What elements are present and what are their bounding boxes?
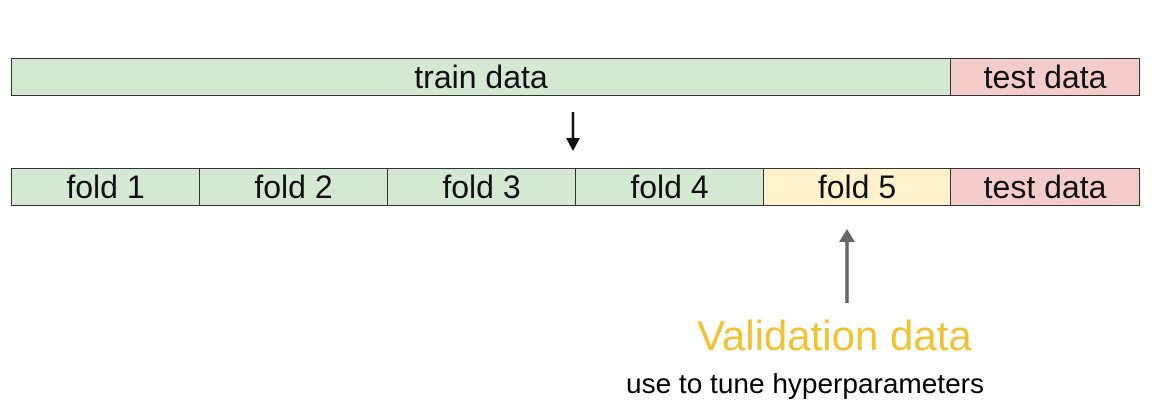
fold-segment: fold 1 <box>12 169 200 205</box>
down-arrow-icon <box>566 112 580 151</box>
fold-segment: fold 4 <box>576 169 764 205</box>
up-arrow-icon <box>839 229 855 303</box>
test-data-label: test data <box>983 59 1107 95</box>
data-split-bar: train data test data <box>11 58 1140 96</box>
fold-label: fold 2 <box>254 169 333 205</box>
fold-label: fold 5 <box>817 169 897 205</box>
validation-data-title: Validation data <box>0 315 1171 357</box>
fold-segment: fold 3 <box>388 169 576 205</box>
test-data-segment: test data <box>951 59 1139 95</box>
train-data-label: train data <box>414 59 548 95</box>
test-data-label: test data <box>983 169 1107 205</box>
fold-label: fold 1 <box>66 169 145 205</box>
train-data-segment: train data <box>12 59 951 95</box>
test-data-segment: test data <box>951 169 1139 205</box>
fold-label: fold 4 <box>630 169 709 205</box>
fold-split-bar: fold 1 fold 2 fold 3 fold 4 fold 5 test … <box>11 168 1140 206</box>
fold-label: fold 3 <box>442 169 521 205</box>
validation-data-title-text: Validation data <box>697 312 972 359</box>
validation-fold-segment: fold 5 <box>764 169 951 205</box>
fold-segment: fold 2 <box>200 169 388 205</box>
validation-data-subtitle: use to tune hyperparameters <box>626 368 984 399</box>
